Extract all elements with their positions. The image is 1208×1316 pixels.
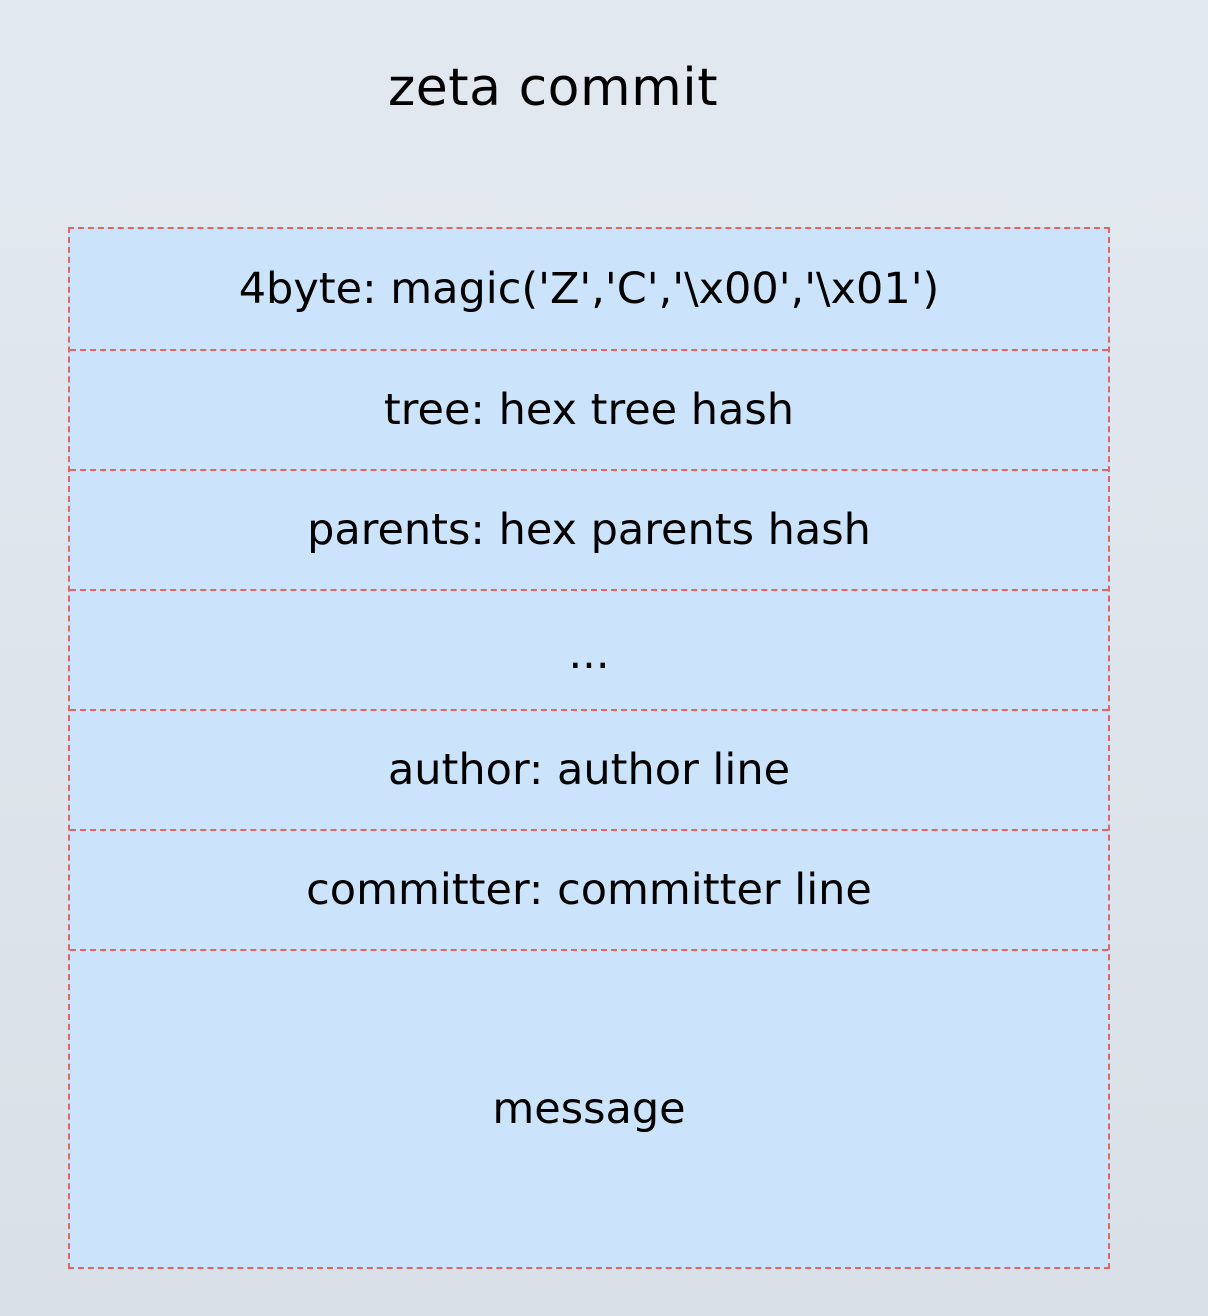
field-magic-label: 4byte: magic('Z','C','\x00','\x01'): [238, 264, 940, 314]
field-magic: 4byte: magic('Z','C','\x00','\x01'): [70, 229, 1108, 349]
field-message: message: [70, 949, 1108, 1267]
field-author: author: author line: [70, 709, 1108, 829]
field-ellipsis: ...: [70, 589, 1108, 709]
commit-structure: 4byte: magic('Z','C','\x00','\x01') tree…: [68, 227, 1110, 1269]
diagram-title: zeta commit: [388, 58, 719, 118]
field-parents-label: parents: hex parents hash: [307, 505, 871, 555]
field-author-label: author: author line: [387, 745, 791, 795]
field-ellipsis-label: ...: [568, 629, 610, 679]
field-tree-label: tree: hex tree hash: [383, 385, 795, 435]
field-committer: committer: committer line: [70, 829, 1108, 949]
field-parents: parents: hex parents hash: [70, 469, 1108, 589]
field-message-label: message: [492, 1084, 686, 1134]
field-committer-label: committer: committer line: [306, 865, 872, 915]
field-tree: tree: hex tree hash: [70, 349, 1108, 469]
